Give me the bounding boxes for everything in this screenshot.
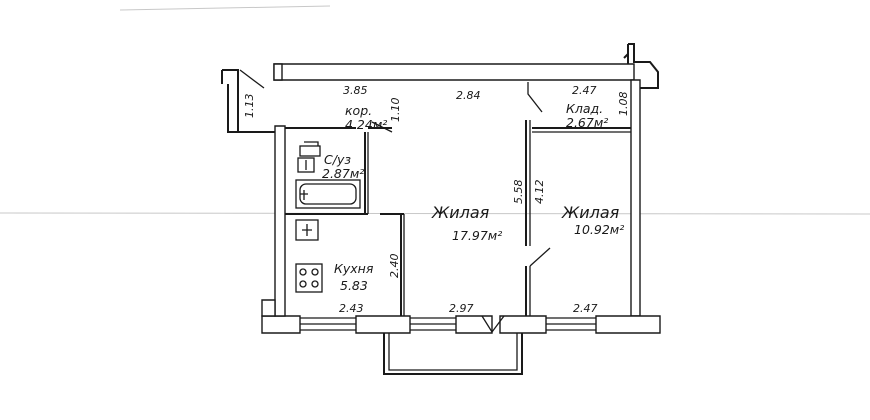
partitions [285,82,631,334]
scan-lines [0,5,870,215]
dim-left-stub: 1.13 [243,94,256,119]
living-small-name: Жилая [561,203,620,222]
toilet-icon [299,145,321,157]
dim-corridor-side: 1.10 [389,98,402,123]
fixtures [295,141,361,293]
room-labels: кор. 4.24м² С/уз 2.87м² Клад. 2.67м² Жил… [322,101,624,293]
dim-right-side: 1.08 [617,92,630,117]
dim-top-mid: 2.84 [456,89,481,102]
living-large-name: Жилая [431,203,490,222]
bathtub-icon [295,179,361,209]
corridor-area: 4.24м² [345,117,387,132]
balcony [383,333,523,375]
kitchen-sink-icon [295,219,319,241]
sink-icon [297,157,315,173]
corridor-name: кор. [345,103,372,118]
storage-name: Клад. [566,101,603,116]
dim-partition-b: 4.12 [533,180,546,205]
dim-top-right: 2.47 [572,84,597,97]
dim-top-left: 3.85 [343,84,368,97]
dim-bottom-right: 2.47 [573,302,598,315]
kitchen-area: 5.83 [340,278,368,293]
stove-icon [295,263,323,293]
storage-area: 2.67м² [566,115,608,130]
dim-bottom-left: 2.43 [339,302,364,315]
living-large-area: 17.97м² [452,228,502,243]
living-small-area: 10.92м² [574,222,624,237]
dim-kitchen-side: 2.40 [388,254,401,279]
bathroom-name: С/уз [324,152,351,167]
dim-bottom-mid: 2.97 [449,302,474,315]
outer-walls [221,43,661,334]
dimension-labels: 3.85 2.84 2.47 1.13 1.10 1.08 5.58 4.12 … [243,84,630,315]
kitchen-name: Кухня [334,261,374,276]
dim-partition-a: 5.58 [512,180,525,205]
bathroom-area: 2.87м² [322,166,364,181]
